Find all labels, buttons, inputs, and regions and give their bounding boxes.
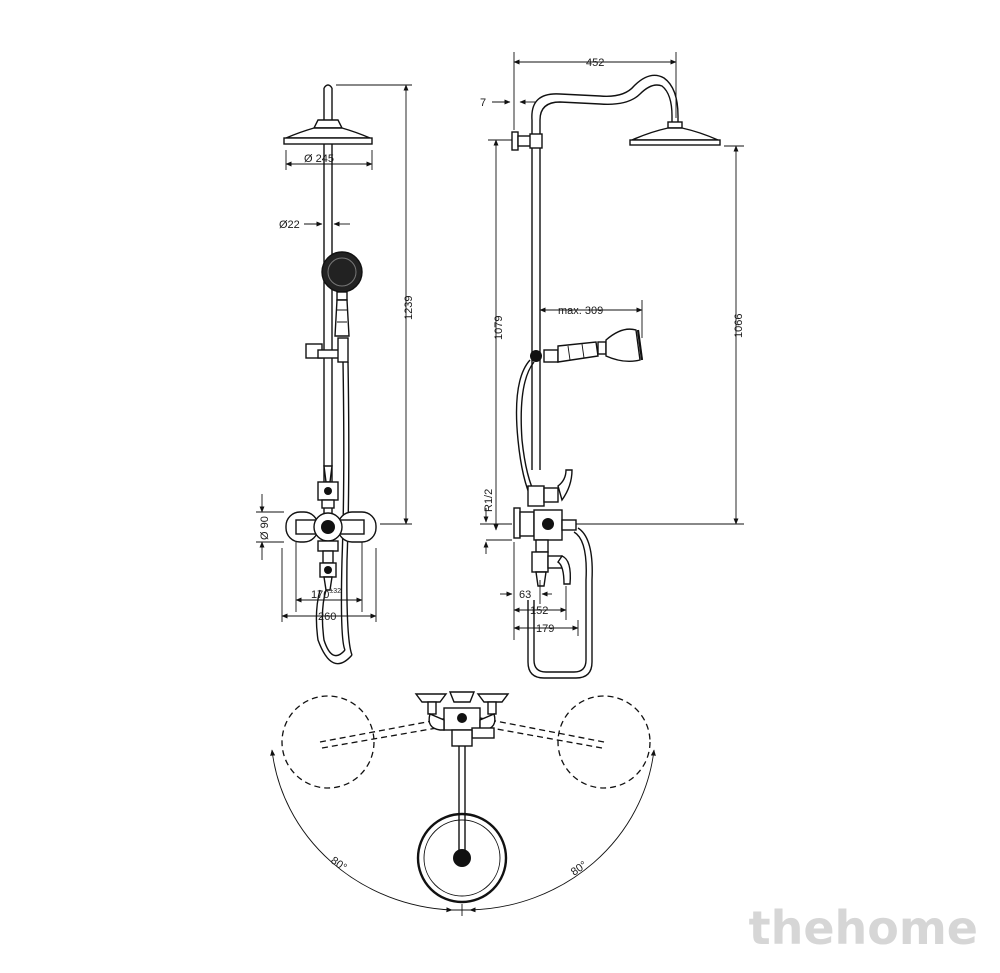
head-diameter-label: Ø 245 <box>304 153 334 165</box>
mixer-body-icon <box>285 511 377 591</box>
pipe-diameter-label: Ø22 <box>279 219 300 231</box>
hand-shower-icon <box>305 251 363 363</box>
arm-length-label: 452 <box>586 57 604 69</box>
wall-gap-label: 7 <box>480 97 486 109</box>
watermark-logo: thehome <box>748 901 978 955</box>
side-mixer-icon <box>513 507 577 587</box>
angle-left-label: 80° <box>328 855 349 874</box>
depth-63-label: 63 <box>519 589 531 601</box>
hand-reach-label: max. 309 <box>558 305 603 317</box>
swing-left-dashed <box>281 695 375 789</box>
side-view: 452 7 1079 1066 max. 309 <box>480 52 745 679</box>
overhead-shower-icon <box>283 119 373 145</box>
swing-right-dashed <box>557 695 651 789</box>
top-view: 80° 80° <box>270 691 656 916</box>
thread-label: R1/2 <box>483 489 495 512</box>
front-diverter-icon <box>317 465 339 509</box>
top-shower-head-icon <box>416 812 508 904</box>
spacing-170-label: 170±32 <box>311 588 341 601</box>
wall-bracket-icon <box>511 131 543 151</box>
angle-right-label: 80° <box>569 859 590 878</box>
side-diverter-icon <box>527 469 573 507</box>
top-mixer-icon <box>414 691 510 747</box>
spacing-base: 170 <box>311 589 329 601</box>
head-height-label: 1066 <box>733 314 745 338</box>
side-overhead-shower-icon <box>629 121 721 146</box>
depth-179-label: 179 <box>536 623 554 635</box>
spacing-tolerance: ±32 <box>329 588 341 595</box>
side-hand-shower-icon <box>530 328 644 363</box>
width-260-label: 260 <box>318 611 336 623</box>
body-diameter-label: Ø 90 <box>259 516 271 540</box>
depth-152-label: 152 <box>530 605 548 617</box>
front-view: Ø 245 Ø22 <box>256 84 415 665</box>
riser-height-label: 1079 <box>493 316 505 340</box>
height-1239-label: 1239 <box>403 296 415 320</box>
